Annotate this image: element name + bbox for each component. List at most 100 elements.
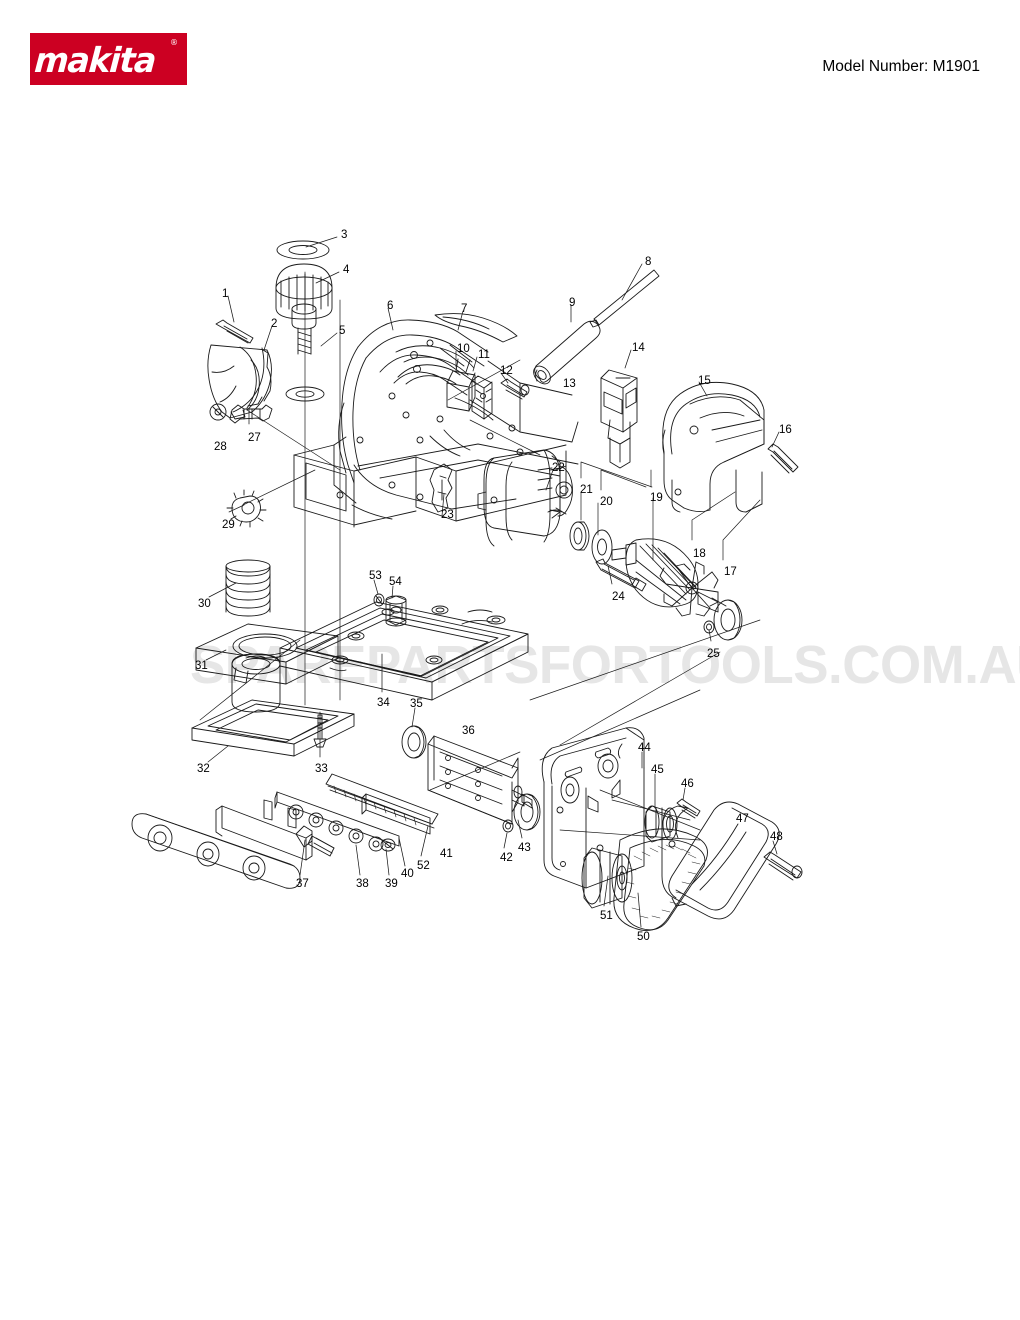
part-switch-14: [600, 369, 638, 469]
callout-31: 31: [195, 660, 208, 672]
part-screw-46: [676, 798, 701, 819]
callout-11: 11: [478, 349, 490, 361]
callout-50: 50: [637, 931, 650, 943]
callout-39: 39: [385, 878, 398, 890]
callout-7: 7: [461, 303, 468, 315]
part-front-shoe-32: [191, 653, 355, 757]
part-washer-3: [276, 240, 330, 260]
part-washer-5: [285, 386, 325, 402]
callout-38: 38: [356, 878, 369, 890]
part-screw-1: [215, 319, 254, 344]
part-front-cover-2: [207, 344, 272, 420]
callout-18: 18: [693, 548, 706, 560]
part-bracket-23: [429, 463, 453, 513]
part-belt-50: [613, 828, 708, 931]
callout-15: 15: [698, 375, 711, 387]
callout-27: 27: [248, 432, 261, 444]
part-bearing-17: [713, 599, 743, 641]
callout-10: 10: [457, 343, 470, 355]
callout-45: 45: [651, 764, 664, 776]
part-belt-cover-47: [661, 801, 780, 920]
part-long-screw-24: [595, 558, 647, 592]
callout-13: 13: [563, 378, 576, 390]
part-blade-41: [325, 773, 439, 829]
part-motor-field-22: [477, 449, 573, 547]
part-drum-36: [427, 735, 533, 825]
bracket-leaders: [580, 461, 761, 561]
callout-44: 44: [638, 742, 651, 754]
part-screw-16: [767, 443, 799, 474]
part-brush-holder-11: [471, 375, 493, 420]
part-roller-54: [385, 595, 407, 627]
part-guide-plate-7: [434, 313, 518, 343]
part-clip-53: [373, 593, 385, 607]
part-ring-25: [703, 620, 715, 634]
callout-46: 46: [681, 778, 694, 790]
callout-30: 30: [198, 598, 211, 610]
part-handle-housing-15: [662, 381, 765, 513]
part-screw-27: [229, 404, 273, 424]
callout-37: 37: [296, 878, 309, 890]
callout-14: 14: [632, 342, 645, 354]
callout-21: 21: [580, 484, 593, 496]
callout-12: 12: [500, 365, 513, 377]
callout-53: 53: [369, 570, 382, 582]
part-plate-40: [274, 791, 400, 847]
callout-29: 29: [222, 519, 235, 531]
callout-8: 8: [645, 256, 652, 268]
callout-52: 52: [417, 860, 430, 872]
callout-17: 17: [724, 566, 737, 578]
part-base-plate-34: [279, 601, 529, 701]
callout-2: 2: [271, 318, 278, 330]
part-set-plate-52: [361, 793, 431, 835]
part-bearing-35: [401, 725, 427, 759]
part-bolt-37: [295, 825, 335, 857]
callout-36: 36: [462, 725, 475, 737]
callout-25: 25: [707, 648, 720, 660]
callout-32: 32: [197, 763, 210, 775]
callout-6: 6: [387, 300, 394, 312]
part-main-housing-6: [293, 319, 579, 528]
callout-47: 47: [736, 813, 749, 825]
callout-22: 22: [552, 462, 565, 474]
part-grip-9: [533, 320, 601, 385]
part-belt-housing-44: [541, 727, 645, 889]
part-nut-39: [380, 838, 396, 852]
part-knob-29: [226, 489, 267, 528]
part-screw-12: [500, 378, 530, 400]
callout-9: 9: [569, 297, 576, 309]
callout-1: 1: [222, 288, 229, 300]
callout-42: 42: [500, 852, 513, 864]
part-blade-holder-38: [131, 799, 384, 889]
callout-5: 5: [339, 325, 346, 337]
assembly-guides: [199, 271, 761, 841]
callout-43: 43: [518, 842, 531, 854]
callout-35: 35: [410, 698, 423, 710]
part-pulley-45: [644, 805, 678, 843]
callout-3: 3: [341, 229, 348, 241]
callout-20: 20: [600, 496, 613, 508]
callout-54: 54: [389, 576, 402, 588]
callout-40: 40: [401, 868, 414, 880]
part-ring-42: [502, 819, 514, 833]
callout-48: 48: [770, 831, 783, 843]
callout-16: 16: [779, 424, 792, 436]
callout-33: 33: [315, 763, 328, 775]
callout-19: 19: [650, 492, 663, 504]
registered-trademark-icon: ®: [170, 38, 178, 47]
model-number-label: Model Number: M1901: [822, 58, 980, 75]
callout-4: 4: [343, 264, 350, 276]
part-rod-8: [589, 269, 660, 328]
callout-23: 23: [441, 509, 454, 521]
part-knob-4: [275, 263, 333, 355]
part-screw-48: [763, 851, 803, 881]
callout-51: 51: [600, 910, 613, 922]
part-spring-30: [225, 559, 271, 617]
part-washer-20: [591, 529, 613, 565]
part-bearing-21: [569, 521, 590, 551]
part-nut-28: [209, 403, 227, 421]
part-screw-33: [313, 714, 327, 748]
